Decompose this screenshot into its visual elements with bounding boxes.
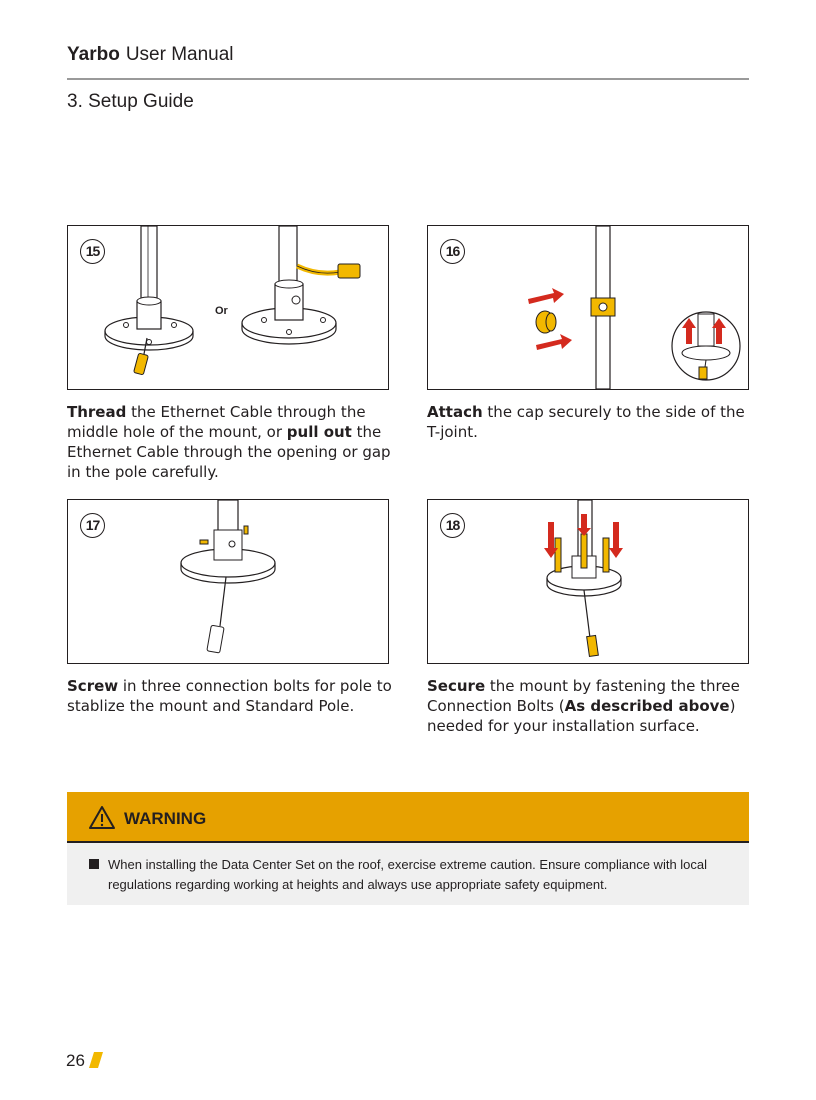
- warning-item: When installing the Data Center Set on t…: [89, 855, 729, 895]
- page-number: 26: [66, 1051, 85, 1071]
- bullet-square-icon: [89, 859, 99, 869]
- page-accent-mark-icon: [89, 1052, 103, 1068]
- step-17-illustration: 17: [67, 499, 389, 664]
- step-number-15: 15: [80, 239, 105, 264]
- section-title: 3. Setup Guide: [67, 91, 194, 113]
- warning-box: WARNING When installing the Data Center …: [67, 792, 749, 905]
- pole-mount-cable-illustration: Or: [68, 226, 388, 389]
- step-15-caption: Thread the Ethernet Cable through the mi…: [67, 402, 397, 482]
- fasten-bolts-illustration: [428, 500, 748, 663]
- step-16-caption: Attach the cap securely to the side of t…: [427, 402, 757, 442]
- step-18-illustration: 18: [427, 499, 749, 664]
- warning-triangle-icon: [88, 805, 116, 830]
- connection-bolts-illustration: [68, 500, 388, 663]
- step-number-18: 18: [440, 513, 465, 538]
- document-title: User Manual: [126, 44, 234, 65]
- step-number-17: 17: [80, 513, 105, 538]
- step-number-16: 16: [440, 239, 465, 264]
- t-joint-cap-illustration: [428, 226, 748, 389]
- warning-header: WARNING: [67, 792, 749, 843]
- brand-name: Yarbo: [67, 44, 120, 65]
- step-15-illustration: Or 15: [67, 225, 389, 390]
- or-label: Or: [215, 305, 229, 317]
- step-16-illustration: 16: [427, 225, 749, 390]
- step-17-caption: Screw in three connection bolts for pole…: [67, 676, 397, 716]
- step-18-caption: Secure the mount by fastening the three …: [427, 676, 757, 736]
- warning-text: When installing the Data Center Set on t…: [108, 855, 729, 895]
- warning-title: WARNING: [124, 809, 206, 829]
- page-header: Yarbo User Manual: [67, 44, 749, 80]
